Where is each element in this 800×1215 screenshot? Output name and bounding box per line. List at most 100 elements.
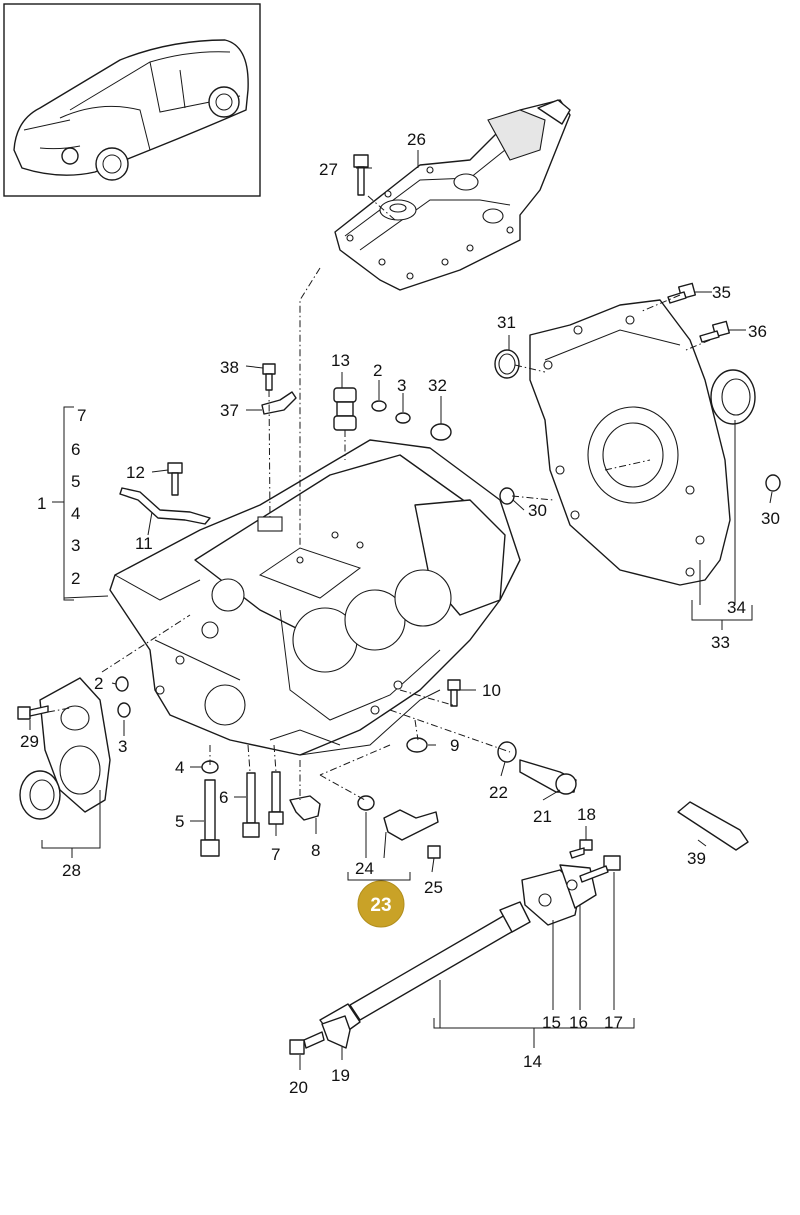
ring-2-left (115, 676, 129, 692)
callout-30b[interactable]: 30 (761, 509, 780, 528)
callout-2-top[interactable]: 2 (373, 361, 382, 380)
callout-26[interactable]: 26 (407, 130, 426, 149)
rear-cover-plate (529, 299, 731, 586)
highlight-badge-label: 23 (370, 895, 391, 916)
callout-7-bolt[interactable]: 7 (271, 845, 280, 864)
callout-32[interactable]: 32 (428, 376, 447, 395)
ring-24 (357, 795, 375, 811)
bolt-36 (699, 320, 731, 343)
ring-2-top (371, 400, 387, 412)
ring-3-left (117, 702, 131, 718)
clip-8 (289, 795, 321, 821)
ring-32 (430, 423, 452, 441)
dowel-30a (499, 487, 515, 505)
sealant-tube-39 (677, 801, 749, 851)
bolt-17-head (603, 855, 621, 871)
callout-3[interactable]: 3 (71, 536, 80, 555)
assembly-lines (47, 195, 711, 801)
callout-16[interactable]: 16 (569, 1013, 588, 1032)
callout-4[interactable]: 4 (71, 504, 80, 523)
leader-lines (29, 150, 773, 1070)
callout-5-bolt[interactable]: 5 (175, 812, 184, 831)
chain-housing-cover (334, 99, 571, 291)
callout-12[interactable]: 12 (126, 463, 145, 482)
callout-33[interactable]: 33 (711, 633, 730, 652)
bolt-6 (246, 772, 256, 824)
bracket-37 (261, 391, 297, 415)
callout-17[interactable]: 17 (604, 1013, 623, 1032)
callout-25[interactable]: 25 (424, 878, 443, 897)
callout-4-bolt[interactable]: 4 (175, 758, 184, 777)
front-cover-28 (19, 677, 111, 820)
callout-3-top[interactable]: 3 (397, 376, 406, 395)
ring-3-top (395, 412, 411, 424)
highlight-badge-23[interactable] (357, 880, 405, 928)
clamp-19 (321, 1015, 351, 1049)
callout-2-left[interactable]: 2 (94, 674, 103, 693)
callout-34[interactable]: 34 (727, 598, 746, 617)
ring-9 (406, 737, 428, 753)
bolt-27 (353, 154, 369, 196)
bolt-12 (167, 462, 183, 474)
callout-11[interactable]: 11 (135, 534, 153, 553)
ring-31-inner (498, 353, 516, 375)
bolt-10 (450, 689, 458, 707)
bolt-35 (667, 282, 697, 304)
bolt-5-head (200, 839, 220, 857)
callout-27[interactable]: 27 (319, 160, 338, 179)
bolt-7-head (268, 811, 284, 825)
bolt-6-head (242, 822, 260, 838)
seal-34 (710, 369, 756, 425)
callout-9[interactable]: 9 (450, 736, 459, 755)
bolt-18-shank (569, 847, 585, 859)
plug-13 (333, 387, 357, 431)
callout-1[interactable]: 1 (37, 494, 46, 513)
bolt-17 (579, 865, 609, 883)
callout-2[interactable]: 2 (71, 569, 80, 588)
bolt-20 (289, 1039, 305, 1055)
bolt-10-head (447, 679, 461, 691)
sensor-23 (383, 809, 439, 841)
bolt-38-shank (265, 373, 273, 391)
callout-22[interactable]: 22 (489, 783, 508, 802)
callout-6[interactable]: 6 (71, 440, 80, 459)
bolt-5 (204, 779, 216, 841)
bolt-38 (262, 363, 276, 375)
bolt-20-shank (303, 1031, 325, 1049)
plug-21-head (555, 773, 577, 795)
callout-14[interactable]: 14 (523, 1052, 542, 1071)
bolt-12-shank (171, 472, 179, 496)
callout-21[interactable]: 21 (533, 807, 552, 826)
callout-10[interactable]: 10 (482, 681, 501, 700)
callout-35[interactable]: 35 (712, 283, 731, 302)
callout-8[interactable]: 8 (311, 841, 320, 860)
callout-19[interactable]: 19 (331, 1066, 350, 1085)
callout-36[interactable]: 36 (748, 322, 767, 341)
callout-28[interactable]: 28 (62, 861, 81, 880)
callout-38[interactable]: 38 (220, 358, 239, 377)
callout-6-bolt[interactable]: 6 (219, 788, 228, 807)
callout-20[interactable]: 20 (289, 1078, 308, 1097)
callout-24[interactable]: 24 (355, 859, 374, 878)
dowel-30b (765, 474, 781, 492)
callout-18[interactable]: 18 (577, 805, 596, 824)
callout-3-left[interactable]: 3 (118, 737, 127, 756)
callout-15[interactable]: 15 (542, 1013, 561, 1032)
callout-30a[interactable]: 30 (528, 501, 547, 520)
callout-5[interactable]: 5 (71, 472, 80, 491)
callout-7[interactable]: 7 (77, 406, 86, 425)
callout-39[interactable]: 39 (687, 849, 706, 868)
ring-22 (497, 741, 517, 763)
callout-labels: 7 6 5 4 3 2 1 27 26 31 35 36 13 2 3 32 3… (20, 130, 780, 1097)
vehicle-thumbnail (3, 3, 261, 197)
engine-block (109, 439, 521, 756)
bolt-25 (427, 845, 441, 859)
bolt-7 (271, 771, 281, 813)
bolt-29 (17, 706, 31, 720)
pipe-11 (119, 487, 211, 525)
callout-29[interactable]: 29 (20, 732, 39, 751)
callout-37[interactable]: 37 (220, 401, 239, 420)
callout-31[interactable]: 31 (497, 313, 516, 332)
callout-13[interactable]: 13 (331, 351, 350, 370)
